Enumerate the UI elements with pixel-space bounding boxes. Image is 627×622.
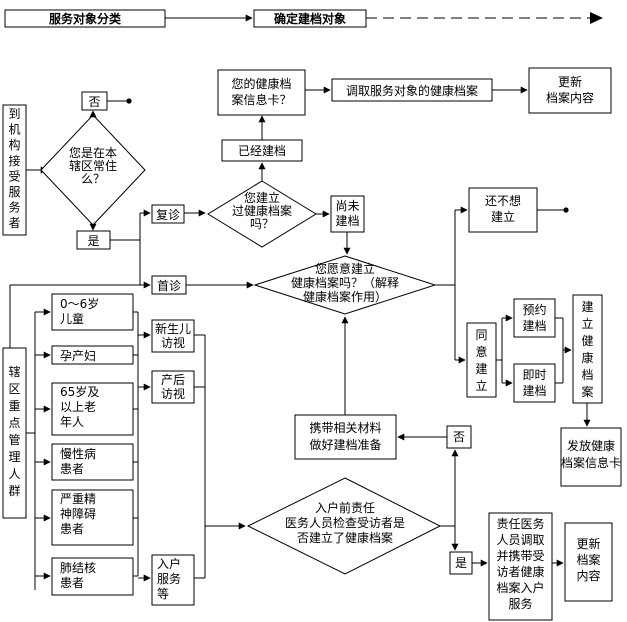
group-mental-label: 严重精神障碍患者 xyxy=(60,492,96,536)
not-built-label: 尚未建档 xyxy=(335,199,359,228)
willing-decision-label: 您愿意建立健康档案吗？（解释健康档案作用） xyxy=(291,261,399,304)
not-want-label: 还不想建立 xyxy=(485,193,521,224)
newborn-visit-label: 新生儿访视 xyxy=(155,321,191,350)
first-visit-label: 首诊 xyxy=(157,279,181,293)
yes-left-label: 是 xyxy=(87,234,99,248)
arrive-box: 到机构接受服务者 xyxy=(2,104,27,236)
retrieve-label: 调取服务对象的健康档案 xyxy=(346,83,478,98)
build-record-label: 建立健康档案 xyxy=(581,300,593,399)
issue-card-box: 发放健康档案信息卡 xyxy=(560,427,622,487)
update-bottom-label: 更新档案内容 xyxy=(576,536,600,583)
not-built-box: 尚未建档 xyxy=(330,195,365,233)
home-decision-label: 入户前责任医务人员检查受访者是否建立了健康档案 xyxy=(285,500,405,545)
header-step-1-label: 服务对象分类 xyxy=(49,11,122,26)
already-box: 已经建档 xyxy=(221,139,303,162)
key-group-label: 辖区重点管理人群 xyxy=(8,364,20,498)
arrive-label: 到机构接受服务者 xyxy=(8,107,20,230)
update-bottom-box: 更新档案内容 xyxy=(564,522,613,602)
revisit-box: 复诊 xyxy=(151,204,185,224)
retrieve-box: 调取服务对象的健康档案 xyxy=(331,78,493,102)
issue-card-label: 发放健康档案信息卡 xyxy=(561,438,621,470)
built-decision-label: 您建立过健康档案吗？ xyxy=(232,190,292,231)
group-chronic-box: 慢性病患者 xyxy=(51,443,134,481)
header-step-1: 服务对象分类 xyxy=(4,9,166,28)
group-chronic-label: 慢性病患者 xyxy=(60,446,96,476)
built-decision: 您建立过健康档案吗？ xyxy=(207,180,317,248)
immediate-label: 即时建档 xyxy=(522,368,546,398)
staff-bring-label: 责任医务人员调取并携带受访者健康档案入户服务 xyxy=(496,516,544,611)
no-top-box: 否 xyxy=(81,91,108,111)
group-elderly-box: 65岁及以上老年人 xyxy=(51,382,134,436)
end-dot-1 xyxy=(126,98,132,104)
no-mid-box: 否 xyxy=(446,425,472,449)
home-service-label: 入户服务等 xyxy=(157,556,181,601)
resident-decision: 您是在本辖区常住么？ xyxy=(40,114,146,226)
key-group-box: 辖区重点管理人群 xyxy=(2,347,27,519)
group-elderly-label: 65岁及以上老年人 xyxy=(60,384,99,429)
agree-box: 同意建立 xyxy=(466,322,497,398)
no-mid-label: 否 xyxy=(453,430,465,444)
no-top-label: 否 xyxy=(88,95,100,109)
card-label: 您的健康档案信息卡？ xyxy=(231,76,291,107)
yes-bottom-box: 是 xyxy=(449,551,473,575)
group-pregnant-label: 孕产妇 xyxy=(60,349,96,363)
revisit-label: 复诊 xyxy=(156,208,180,222)
update-top-box: 更新档案内容 xyxy=(528,67,612,114)
bring-materials-label: 携带相关材料做好建档准备 xyxy=(309,420,381,452)
card-box: 您的健康档案信息卡？ xyxy=(217,69,306,116)
newborn-visit-box: 新生儿访视 xyxy=(151,319,195,353)
postpartum-visit-box: 产后访视 xyxy=(151,370,195,404)
bring-materials-box: 携带相关材料做好建档准备 xyxy=(294,414,397,460)
group-children-label: 0～6岁儿童 xyxy=(60,296,99,326)
agree-label: 同意建立 xyxy=(475,328,487,393)
yes-bottom-label: 是 xyxy=(455,556,467,570)
willing-decision: 您愿意建立健康档案吗？（解释健康档案作用） xyxy=(253,255,437,315)
yes-left-box: 是 xyxy=(76,230,111,250)
group-pregnant-box: 孕产妇 xyxy=(51,345,134,365)
group-tb-box: 肺结核患者 xyxy=(51,557,134,596)
immediate-box: 即时建档 xyxy=(513,363,556,403)
home-decision: 入户前责任医务人员检查受访者是否建立了健康档案 xyxy=(246,477,442,575)
header-step-2: 确定建档对象 xyxy=(253,9,367,28)
home-service-box: 入户服务等 xyxy=(151,554,195,606)
already-label: 已经建档 xyxy=(238,144,286,158)
not-want-box: 还不想建立 xyxy=(468,187,538,233)
first-visit-box: 首诊 xyxy=(151,275,187,295)
appointment-box: 预约建档 xyxy=(513,298,556,338)
end-dot-2 xyxy=(563,207,569,213)
group-tb-label: 肺结核患者 xyxy=(60,561,96,590)
update-top-label: 更新档案内容 xyxy=(546,74,594,105)
staff-bring-box: 责任医务人员调取并携带受访者健康档案入户服务 xyxy=(488,512,553,621)
group-mental-box: 严重精神障碍患者 xyxy=(51,489,134,546)
header-dashed-arrowhead xyxy=(590,12,603,24)
build-record-box: 建立健康档案 xyxy=(572,294,603,404)
postpartum-visit-label: 产后访视 xyxy=(161,373,185,401)
resident-decision-label: 您是在本辖区常住么？ xyxy=(69,145,117,186)
header-step-2-label: 确定建档对象 xyxy=(274,11,346,26)
group-children-box: 0～6岁儿童 xyxy=(51,293,134,331)
appointment-label: 预约建档 xyxy=(522,302,546,333)
